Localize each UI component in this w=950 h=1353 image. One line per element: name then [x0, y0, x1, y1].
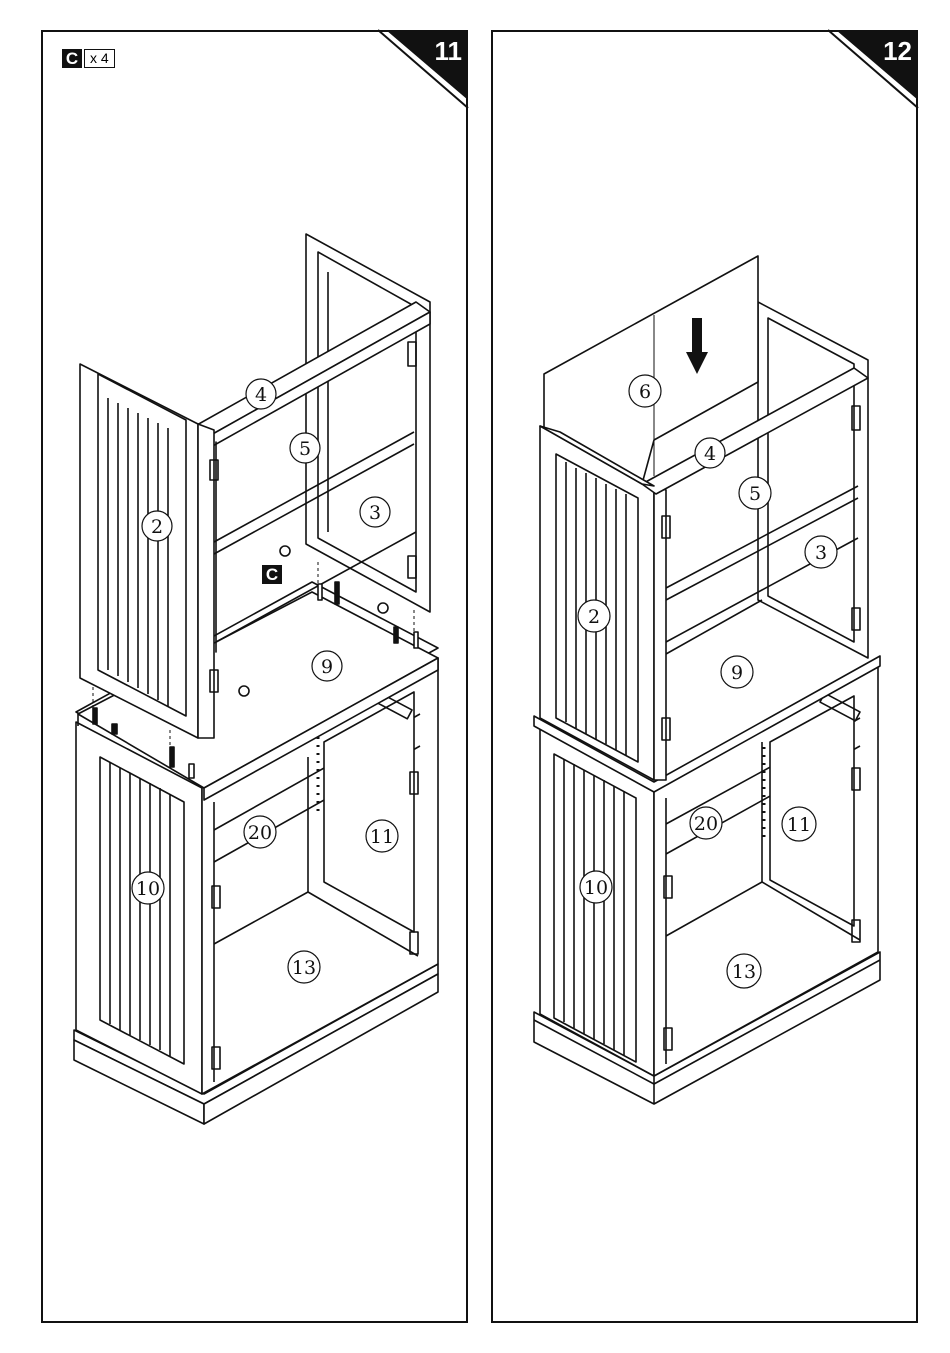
callout-part-2: 2 [151, 516, 163, 538]
callout-part-9: 9 [321, 656, 333, 678]
callout-part-20: 20 [694, 813, 718, 835]
callout-part-9: 9 [731, 662, 743, 684]
step-11-panel: C x 4 11 [41, 30, 468, 1323]
callout-part-20: 20 [248, 822, 272, 844]
step-12-illustration: 6 4 5 3 2 9 20 11 10 13 [493, 32, 920, 1325]
callout-part-11: 11 [370, 826, 394, 848]
callout-part-6: 6 [639, 381, 651, 403]
callout-part-5: 5 [749, 483, 761, 505]
callout-part-2: 2 [588, 606, 600, 628]
callout-part-3: 3 [815, 542, 827, 564]
callout-part-13: 13 [292, 957, 316, 979]
step-12-panel: 12 [491, 30, 918, 1323]
callout-part-4: 4 [255, 384, 267, 406]
callout-part-4: 4 [704, 443, 716, 465]
callout-part-5: 5 [299, 438, 311, 460]
hardware-tag-c: C [262, 565, 282, 584]
callout-part-10: 10 [584, 877, 608, 899]
callout-part-11: 11 [787, 814, 811, 836]
callout-part-10: 10 [136, 878, 160, 900]
callout-part-13: 13 [732, 961, 756, 983]
step-11-illustration: 4 5 2 3 9 20 11 10 13 [43, 32, 470, 1325]
callout-part-3: 3 [369, 502, 381, 524]
